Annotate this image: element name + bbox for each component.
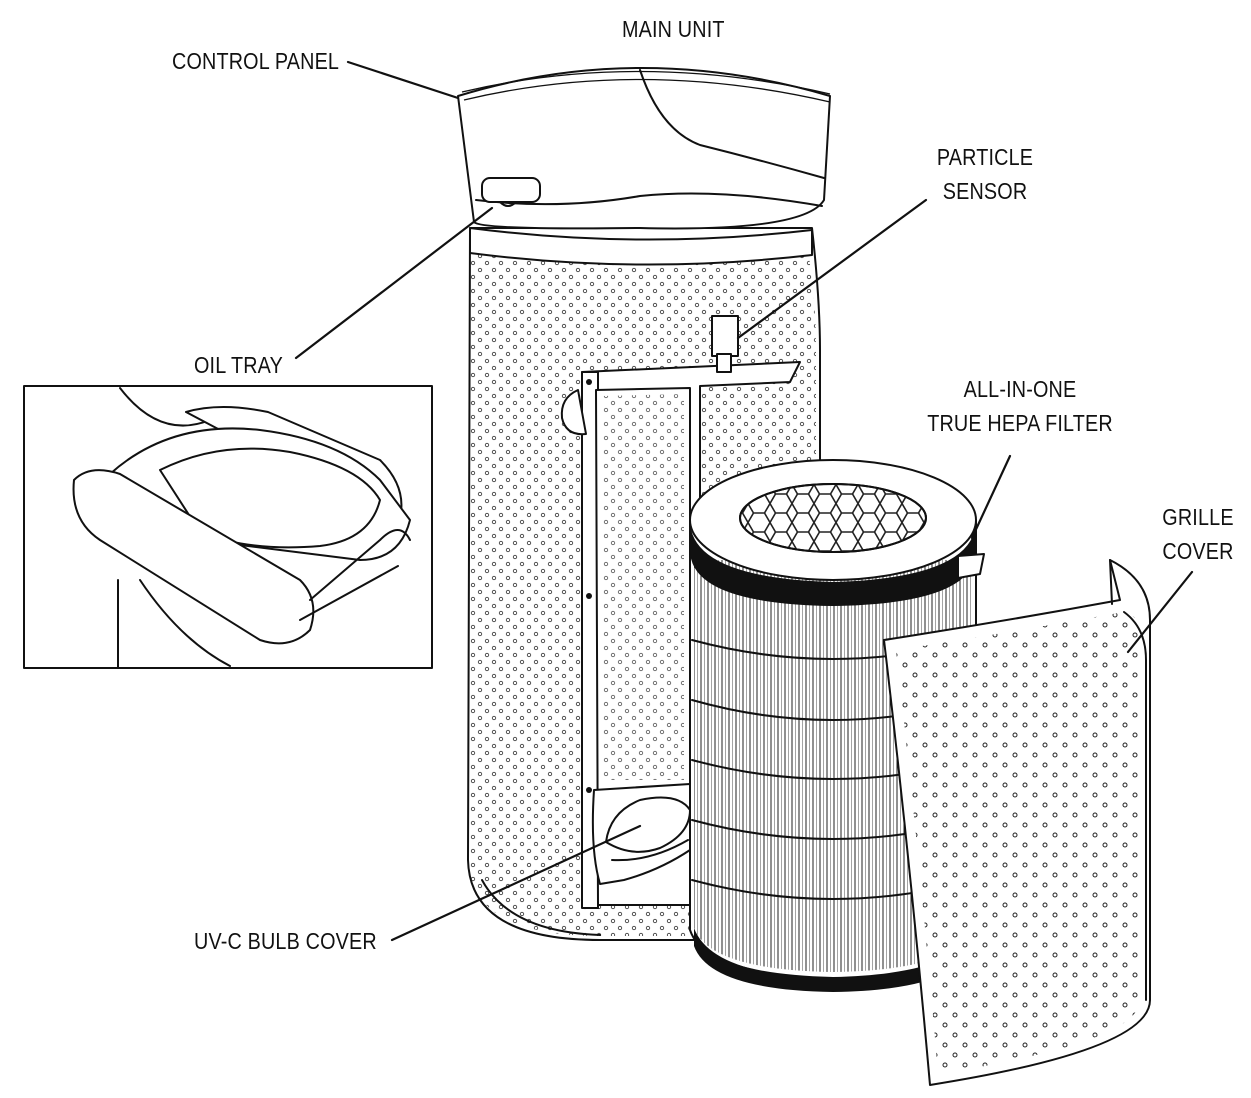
label-grille-cover: GRILLE COVER xyxy=(1157,500,1240,568)
label-main-unit: MAIN UNIT xyxy=(622,12,725,46)
label-grille-cover-line2: COVER xyxy=(1162,538,1234,564)
grille-cover xyxy=(883,559,1151,1086)
label-particle-sensor-line1: PARTICLE xyxy=(936,144,1034,170)
hepa-filter xyxy=(689,459,985,992)
leader-grille-cover xyxy=(1126,570,1194,654)
label-particle-sensor: PARTICLE SENSOR xyxy=(929,140,1041,208)
leader-hepa-filter xyxy=(970,454,1012,540)
label-oil-tray-text: OIL TRAY xyxy=(194,352,283,378)
uvc-bulb-cover xyxy=(591,783,696,885)
label-hepa-filter-line1: ALL-IN-ONE xyxy=(963,376,1077,402)
label-hepa-filter: ALL-IN-ONE TRUE HEPA FILTER xyxy=(927,372,1113,440)
label-grille-cover-line1: GRILLE xyxy=(1162,504,1234,530)
label-particle-sensor-line2: SENSOR xyxy=(942,178,1028,204)
label-uvc-bulb-cover: UV-C BULB COVER xyxy=(194,924,377,958)
filter-cavity xyxy=(560,315,801,909)
oil-tray-inset xyxy=(23,385,433,669)
label-control-panel: CONTROL PANEL xyxy=(172,44,339,78)
leader-oil-tray xyxy=(294,206,494,360)
leader-particle-sensor xyxy=(736,198,928,340)
leader-uvc-bulb-cover xyxy=(390,824,642,942)
label-hepa-filter-line2: TRUE HEPA FILTER xyxy=(927,410,1113,436)
label-control-panel-text: CONTROL PANEL xyxy=(172,48,340,74)
label-main-unit-text: MAIN UNIT xyxy=(622,16,725,42)
leader-lines xyxy=(294,60,1194,942)
leader-control-panel xyxy=(346,60,460,100)
label-oil-tray: OIL TRAY xyxy=(194,348,283,382)
label-uvc-bulb-cover-text: UV-C BULB COVER xyxy=(194,928,377,954)
